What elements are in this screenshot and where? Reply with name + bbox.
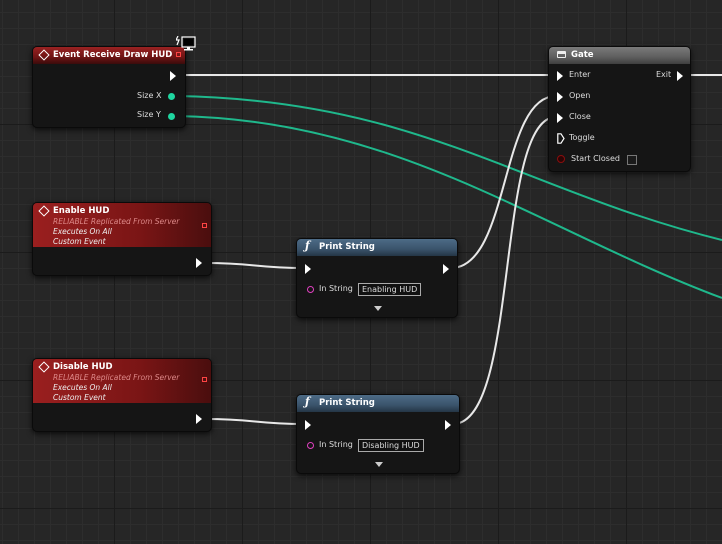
node-header[interactable]: ƒ Print String [297, 395, 459, 412]
node-subtitle: RELIABLE Replicated From Server [53, 373, 180, 382]
pin-label-toggle: Toggle [569, 133, 595, 142]
node-header[interactable]: Disable HUD RELIABLE Replicated From Ser… [33, 359, 211, 403]
function-f-icon: ƒ [305, 239, 310, 252]
exec-out-pin[interactable] [196, 258, 202, 268]
size-x-pin[interactable] [168, 93, 175, 100]
delegate-pin[interactable] [202, 223, 207, 228]
pin-label-size-x: Size X [137, 91, 162, 100]
node-subtitle: Executes On All [53, 383, 112, 392]
exit-pin[interactable] [677, 71, 683, 81]
event-receive-draw-hud-node[interactable]: Event Receive Draw HUD Size X Size Y [32, 46, 186, 128]
diamond-event-icon [38, 49, 50, 61]
node-title: Gate [571, 50, 594, 60]
node-subtitle: RELIABLE Replicated From Server [53, 217, 180, 226]
pin-label-open: Open [569, 91, 591, 100]
start-closed-checkbox[interactable] [627, 155, 637, 165]
print-string-node-2[interactable]: ƒ Print String In String Disabling HUD [296, 394, 460, 474]
wire-disable-to-print2[interactable] [204, 418, 305, 425]
node-title: Event Receive Draw HUD [53, 50, 173, 60]
node-subtitle: Executes On All [53, 227, 112, 236]
in-string-pin[interactable] [307, 286, 314, 293]
enable-hud-node[interactable]: Enable HUD RELIABLE Replicated From Serv… [32, 202, 212, 276]
start-closed-pin[interactable] [557, 155, 565, 163]
exec-out-pin[interactable] [170, 71, 176, 81]
wire-print1-to-open[interactable] [450, 95, 557, 269]
node-subtitle: Custom Event [53, 237, 106, 246]
pin-label-close: Close [569, 112, 591, 121]
wire-print2-to-close[interactable] [452, 116, 557, 425]
pin-label-in-string: In String [319, 440, 353, 449]
exec-in-pin[interactable] [305, 420, 311, 430]
gate-node[interactable]: Gate Enter Exit Open Close Toggle Start … [548, 46, 691, 172]
exec-out-pin[interactable] [443, 264, 449, 274]
open-pin[interactable] [557, 92, 563, 102]
node-title: Print String [319, 242, 375, 252]
monitor-icon [176, 36, 196, 51]
chevron-down-icon[interactable] [375, 462, 383, 467]
node-title: Disable HUD [53, 362, 113, 372]
pin-label-in-string: In String [319, 284, 353, 293]
disable-hud-node[interactable]: Disable HUD RELIABLE Replicated From Ser… [32, 358, 212, 432]
exec-out-pin[interactable] [445, 420, 451, 430]
print-string-node-1[interactable]: ƒ Print String In String Enabling HUD [296, 238, 458, 318]
node-header[interactable]: Enable HUD RELIABLE Replicated From Serv… [33, 203, 211, 247]
gate-macro-icon [557, 51, 566, 58]
in-string-pin[interactable] [307, 442, 314, 449]
pin-label-enter: Enter [569, 70, 591, 79]
enter-pin[interactable] [557, 71, 563, 81]
chevron-down-icon[interactable] [374, 306, 382, 311]
size-y-pin[interactable] [168, 113, 175, 120]
function-f-icon: ƒ [305, 395, 310, 408]
diamond-event-icon [38, 361, 50, 373]
node-header[interactable]: Event Receive Draw HUD [33, 47, 185, 64]
delegate-pin[interactable] [202, 377, 207, 382]
node-subtitle: Custom Event [53, 393, 106, 402]
node-header[interactable]: Gate [549, 47, 690, 64]
delegate-pin[interactable] [176, 52, 181, 57]
node-title: Print String [319, 398, 375, 408]
node-header[interactable]: ƒ Print String [297, 239, 457, 256]
exec-out-pin[interactable] [196, 414, 202, 424]
in-string-input[interactable]: Enabling HUD [358, 283, 422, 296]
wire-size-y[interactable] [175, 115, 722, 299]
wire-size-x[interactable] [175, 95, 722, 241]
diamond-event-icon [38, 205, 50, 217]
pin-label-exit: Exit [656, 70, 672, 79]
close-pin[interactable] [557, 113, 563, 123]
wire-enable-to-print1[interactable] [204, 262, 305, 269]
pin-label-size-y: Size Y [137, 110, 161, 119]
toggle-pin[interactable] [557, 133, 565, 144]
exec-in-pin[interactable] [305, 264, 311, 274]
in-string-input[interactable]: Disabling HUD [358, 439, 424, 452]
pin-label-start-closed: Start Closed [571, 154, 620, 163]
node-title: Enable HUD [53, 206, 110, 216]
